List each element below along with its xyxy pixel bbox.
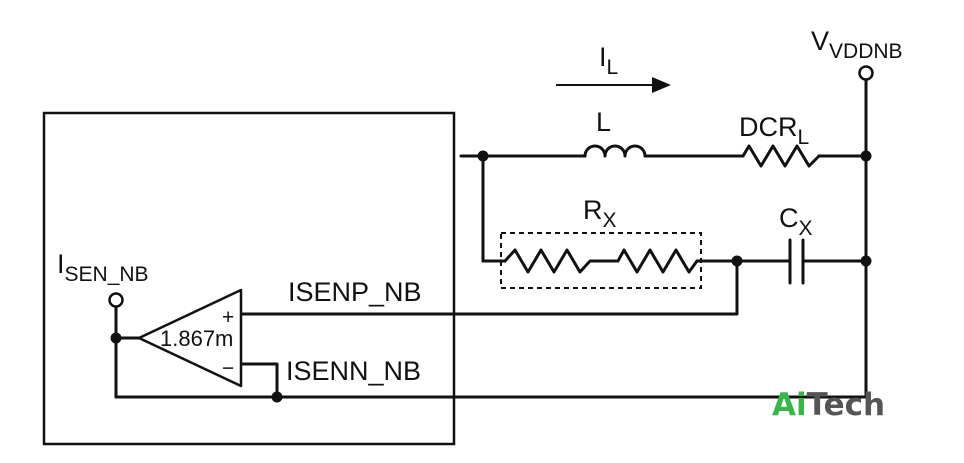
amp-plus-sign: + bbox=[222, 306, 234, 329]
output-label: ISEN_NB bbox=[57, 249, 149, 286]
junction-rc-right bbox=[860, 255, 872, 267]
rx-resistor-symbol bbox=[503, 248, 699, 274]
inductor-label: L bbox=[596, 107, 611, 137]
supply-label: VVDDNB bbox=[811, 26, 903, 63]
output-terminal bbox=[108, 292, 124, 308]
amp-gain-label: 1.867m bbox=[160, 326, 233, 351]
ic-box bbox=[42, 111, 456, 446]
junction-output bbox=[110, 332, 122, 344]
cx-capacitor-symbol bbox=[788, 238, 805, 285]
isenn-label: ISENN_NB bbox=[286, 356, 421, 386]
wire-isenn bbox=[239, 362, 279, 399]
cx-label: CX bbox=[779, 203, 813, 240]
current-arrow bbox=[556, 77, 671, 93]
inductor-symbol bbox=[583, 144, 647, 158]
dcr-label: DCRL bbox=[739, 112, 809, 149]
junction-isenn bbox=[271, 391, 283, 403]
dcr-resistor-symbol bbox=[741, 144, 821, 168]
wire-isenp bbox=[239, 259, 739, 316]
supply-terminal bbox=[858, 65, 874, 81]
rx-label: RX bbox=[583, 195, 617, 232]
amp-minus-sign: − bbox=[222, 357, 234, 380]
watermark-logo: AiTech bbox=[772, 387, 885, 423]
sense-amplifier bbox=[137, 288, 243, 388]
current-label: IL bbox=[599, 42, 618, 79]
junction-top-left bbox=[477, 150, 489, 162]
junction-rc-mid bbox=[731, 255, 743, 267]
junction-top-right bbox=[860, 150, 872, 162]
isenp-label: ISENP_NB bbox=[288, 277, 422, 307]
